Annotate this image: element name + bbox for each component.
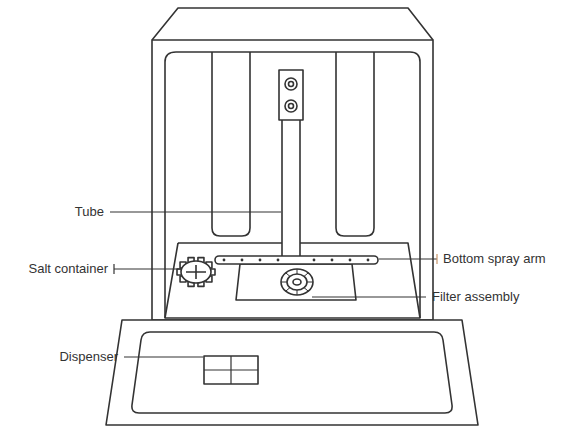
part-label: Bottom spray arm [443, 251, 546, 267]
spray-hole [277, 259, 280, 262]
filter-assembly [293, 279, 301, 285]
spray-holes [223, 259, 370, 262]
door-panel [132, 332, 452, 413]
leader-tick [113, 264, 114, 274]
filter-rib [286, 288, 290, 292]
part-label: Filter assembly [432, 289, 519, 305]
spray-hole [223, 259, 226, 262]
filter-rib [286, 273, 290, 277]
spray-hole [313, 259, 316, 262]
filter-assembly [287, 274, 307, 290]
tube-fitting [289, 82, 294, 87]
filter-rib [297, 269, 298, 274]
salt-container [177, 258, 215, 287]
dispenser [204, 356, 258, 384]
filter-ribs [281, 269, 313, 295]
cabinet-body [152, 40, 433, 320]
cabinet-top [152, 8, 433, 40]
filter-rib [307, 282, 313, 283]
spray-hole [331, 259, 334, 262]
back-panel [336, 52, 374, 236]
filter-rib [281, 282, 287, 283]
filter-assembly [281, 269, 313, 295]
back-panel [212, 52, 250, 236]
dispenser-lid [204, 356, 258, 384]
filter-rib [304, 273, 308, 277]
salt-container [181, 261, 211, 283]
spray-hole [367, 259, 370, 262]
part-label: Tube [75, 204, 104, 220]
inner-cavity [165, 52, 420, 318]
tube-fitting [285, 100, 297, 112]
door [106, 320, 478, 425]
spray-hole [349, 259, 352, 262]
salt-container-grip [186, 265, 206, 279]
leader-line [114, 268, 181, 269]
spray-hole [259, 259, 262, 262]
leader-line [312, 296, 426, 297]
spray-hole [241, 259, 244, 262]
tube-fitting [289, 104, 294, 109]
leader-line [379, 258, 437, 259]
tube-fitting [285, 78, 297, 90]
floor-plate [236, 264, 356, 300]
filter-rib [304, 288, 308, 292]
filter-rib [297, 290, 298, 295]
leader-tick [436, 254, 437, 264]
leader-line [110, 211, 281, 212]
tube-mount [279, 70, 303, 120]
leader-line [124, 356, 203, 357]
part-label: Dispenser [59, 349, 118, 365]
bottom-spray-arm [215, 256, 378, 264]
part-label: Salt container [29, 261, 109, 277]
